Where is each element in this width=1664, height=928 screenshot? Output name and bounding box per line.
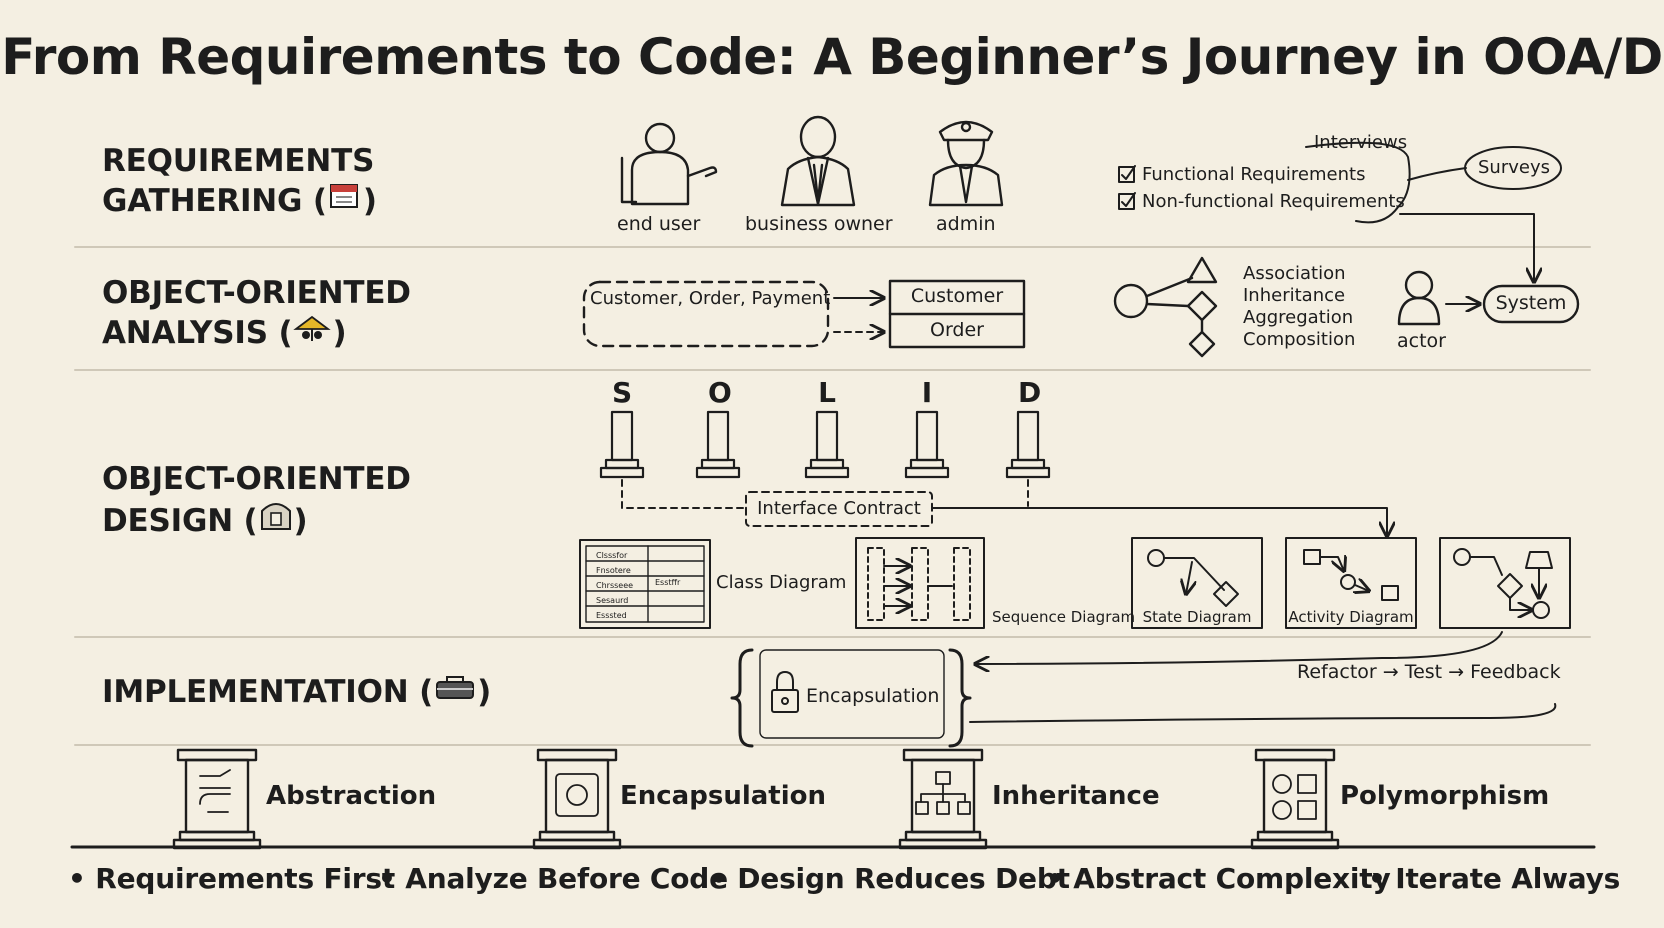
actor-label: actor: [1397, 330, 1446, 352]
solid-letter-i: I: [921, 376, 933, 409]
sequence-diagram-icon: [855, 537, 985, 629]
pillar-label-encapsulation: Encapsulation: [620, 781, 826, 811]
end-user-icon: [620, 122, 718, 206]
relation-aggregation-label: Aggregation: [1243, 307, 1354, 328]
stage-analysis-line1: OBJECT-ORIENTED: [102, 275, 411, 311]
stage-design-line2: DESIGN (: [102, 503, 258, 539]
stage-requirements-line2: GATHERING (: [102, 183, 327, 219]
lock-icon: [771, 671, 799, 713]
solid-columns: [599, 410, 1051, 479]
system-box: [1482, 284, 1580, 324]
pillar-label-abstraction: Abstraction: [266, 781, 437, 811]
state-diagram-icon: [1131, 537, 1263, 629]
stage-implementation-line1: IMPLEMENTATION (: [102, 674, 434, 710]
stage-design-heading: OBJECT-ORIENTED DESIGN (): [102, 460, 411, 544]
nouns-dashed-box: [582, 280, 830, 348]
business-owner-icon: [780, 115, 856, 207]
actor-label-end-user: end user: [617, 213, 701, 235]
actor-label-admin: admin: [936, 213, 996, 235]
stage-design-line1: OBJECT-ORIENTED: [102, 461, 411, 497]
class-diagram-icon: [579, 539, 711, 629]
feedback-arrow: [975, 631, 1503, 664]
relationship-symbols: [1113, 256, 1218, 358]
class-order-label: Order: [930, 319, 984, 341]
class-diagram-label: Class Diagram: [716, 572, 847, 593]
encapsulation-box-label: Encapsulation: [806, 685, 940, 707]
relation-association-label: Association: [1243, 263, 1346, 284]
nonfunctional-requirements-label: Non-functional Requirements: [1142, 191, 1405, 212]
refactor-cycle-label: Refactor → Test → Feedback: [1297, 661, 1561, 683]
requirements-to-system-arrow: [1399, 213, 1534, 282]
relation-composition-label: Composition: [1243, 329, 1356, 350]
surveys-label: Surveys: [1478, 157, 1550, 178]
class-row-2: Fnsotere: [596, 566, 631, 575]
encapsulation-right-brace: [948, 648, 972, 748]
pillar-column-encapsulation: [532, 748, 622, 850]
solid-column-s: [599, 410, 645, 479]
stage-requirements-heading: REQUIREMENTS GATHERING (): [102, 142, 377, 224]
checkbox-nonfunctional: [1118, 193, 1135, 210]
solid-column-o: [695, 410, 741, 479]
activity-diagram-icon: [1285, 537, 1417, 629]
solid-column-d: [1005, 410, 1051, 479]
stage-analysis-heading: OBJECT-ORIENTED ANALYSIS (): [102, 274, 411, 356]
class-row-1: Clsssfor: [596, 551, 628, 560]
sequence-diagram-label: Sequence Diagram: [992, 608, 1136, 626]
workflow-diagram-icon: [1439, 537, 1571, 629]
state-diagram-label: State Diagram: [1142, 608, 1252, 626]
bullet-iterate-always: • Iterate Always: [1368, 862, 1621, 895]
interviews-label: Interviews: [1314, 132, 1408, 153]
stage-design-close: ): [293, 503, 308, 539]
solid-letter-l: L: [818, 376, 836, 409]
checkbox-functional: [1118, 166, 1135, 183]
pillar-label-polymorphism: Polymorphism: [1340, 781, 1550, 811]
magnifier-icon: [292, 315, 332, 349]
stage-analysis-line2: ANALYSIS (: [102, 315, 293, 351]
iteration-loop: [969, 703, 1557, 723]
activity-diagram-label: Activity Diagram: [1288, 608, 1414, 626]
interface-contract-label: Interface Contract: [757, 498, 921, 519]
pillar-column-inheritance: [898, 748, 988, 850]
toolbox-icon: [433, 676, 477, 708]
page-title: From Requirements to Code: A Beginner’s …: [1, 28, 1663, 86]
stage-requirements-line1: REQUIREMENTS: [102, 143, 375, 179]
solid-column-l: [804, 410, 850, 479]
candidate-nouns-label: Customer, Order, Payment: [590, 288, 831, 309]
class-customer-label: Customer: [910, 285, 1004, 307]
blueprint-icon: [258, 503, 294, 537]
pillar-label-inheritance: Inheritance: [992, 781, 1160, 811]
pillar-column-polymorphism: [1250, 748, 1340, 850]
functional-requirements-label: Functional Requirements: [1142, 164, 1366, 185]
class-side-label: Esstffr: [655, 578, 681, 587]
bullet-abstract-complexity: • Abstract Complexity: [1046, 862, 1391, 895]
solid-column-i: [904, 410, 950, 479]
bullet-requirements-first: • Requirements First: [68, 862, 396, 895]
pillar-column-abstraction: [172, 748, 262, 850]
system-label: System: [1495, 292, 1567, 314]
class-diagram-rows: Clsssfor Fnsotere Chrsseee Sesaurd Essst…: [596, 548, 633, 623]
class-row-4: Sesaurd: [596, 596, 629, 605]
stage-requirements-close: ): [362, 183, 377, 219]
bullet-design-reduces-debt: • Design Reduces Debt: [710, 862, 1070, 895]
stage-implementation-close: ): [477, 674, 492, 710]
relation-inheritance-label: Inheritance: [1243, 285, 1346, 306]
stage-analysis-close: ): [332, 315, 347, 351]
actor-label-business-owner: business owner: [745, 213, 893, 235]
notebook-icon: [327, 184, 363, 217]
solid-letter-o: O: [708, 376, 732, 409]
solid-letter-d: D: [1018, 376, 1042, 409]
section-dividers: [74, 246, 1591, 746]
actor-icon: [1397, 270, 1441, 326]
solid-letter-s: S: [612, 376, 633, 409]
class-row-3: Chrsseee: [596, 581, 634, 590]
stage-implementation-heading: IMPLEMENTATION (): [102, 672, 491, 715]
class-row-5: Esssted: [596, 611, 627, 620]
interviews-bubble: [1305, 141, 1411, 224]
encapsulation-left-brace: [730, 648, 754, 748]
admin-icon: [928, 120, 1004, 207]
bullet-analyze-before-code: • Analyze Before Code: [378, 862, 728, 895]
